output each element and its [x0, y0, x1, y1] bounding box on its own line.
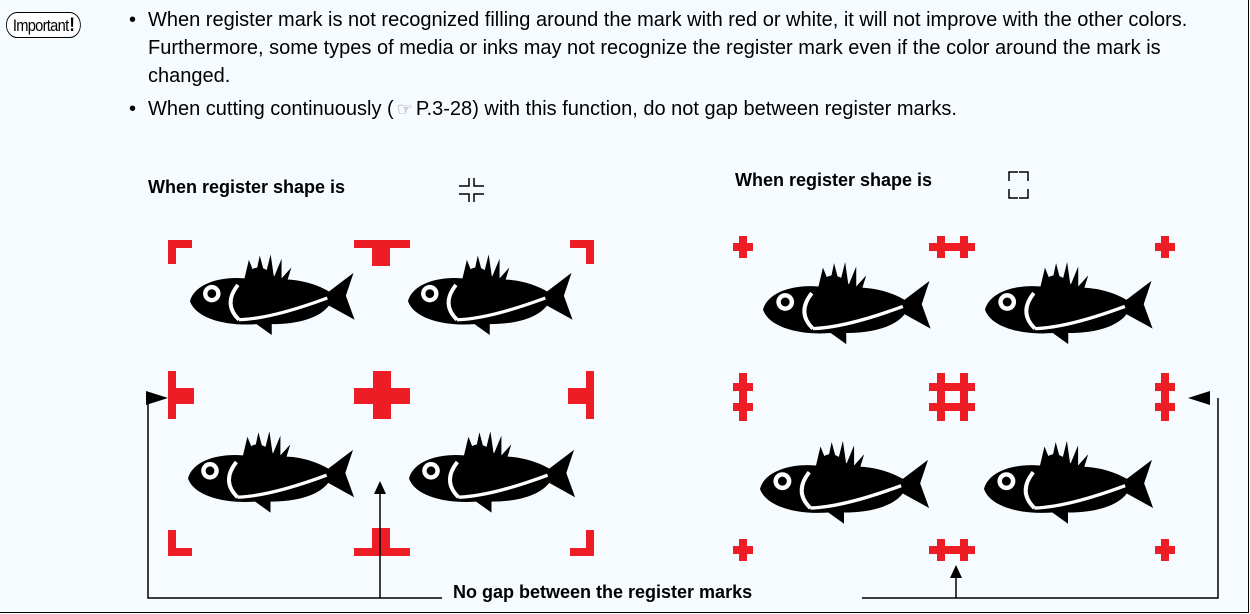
fish-image	[982, 438, 1156, 526]
register-mark	[929, 539, 975, 561]
register-mark	[168, 371, 194, 419]
fish-image	[186, 429, 357, 515]
important-badge-label: Important	[12, 16, 69, 35]
note-text-after: ) with this function, do not gap between…	[472, 98, 957, 120]
callout-lines	[147, 398, 1219, 599]
note-text-before: When cutting continuously (	[148, 98, 394, 120]
fish-image	[983, 260, 1155, 347]
register-mark	[929, 373, 975, 421]
register-mark	[929, 236, 975, 258]
register-mark	[354, 240, 410, 266]
register-mark	[733, 373, 753, 421]
important-badge: Important!	[6, 12, 81, 38]
note-register-mark-color: • When register mark is not recognized f…	[129, 6, 1239, 90]
note-continuous-cutting: • When cutting continuously (☞P.3-28) wi…	[129, 95, 1239, 123]
right-figure-heading: When register shape is	[735, 170, 933, 190]
register-mark	[354, 371, 410, 419]
fish-image	[758, 438, 932, 526]
page-reference-link[interactable]: P.3-28	[415, 98, 473, 120]
register-mark	[733, 236, 753, 258]
bullet: •	[129, 9, 137, 31]
fish-image	[407, 429, 578, 515]
register-shape-icon-corner	[1008, 171, 1029, 199]
register-mark	[1155, 236, 1175, 258]
left-figure-heading: When register shape is	[148, 177, 346, 197]
register-shape-icon-cross	[459, 178, 484, 202]
note-text: When register mark is not recognized fil…	[148, 9, 1188, 87]
fish-image	[761, 260, 933, 347]
no-gap-caption: No gap between the register marks	[453, 582, 753, 602]
fish-image	[406, 252, 575, 337]
important-badge-mark: !	[69, 15, 75, 36]
register-mark	[733, 539, 753, 561]
notes-list: • When register mark is not recognized f…	[129, 6, 1239, 128]
register-mark	[168, 240, 192, 264]
register-mark	[354, 528, 410, 556]
fish-image	[188, 252, 357, 337]
callout-arrowheads	[146, 391, 1210, 578]
register-mark	[1155, 373, 1175, 421]
bullet: •	[129, 98, 137, 120]
register-mark	[168, 530, 192, 556]
reference-pointer-icon: ☞	[396, 99, 413, 119]
register-mark	[1155, 539, 1175, 561]
register-mark	[570, 240, 594, 264]
register-mark	[568, 371, 594, 419]
register-mark	[570, 530, 594, 556]
